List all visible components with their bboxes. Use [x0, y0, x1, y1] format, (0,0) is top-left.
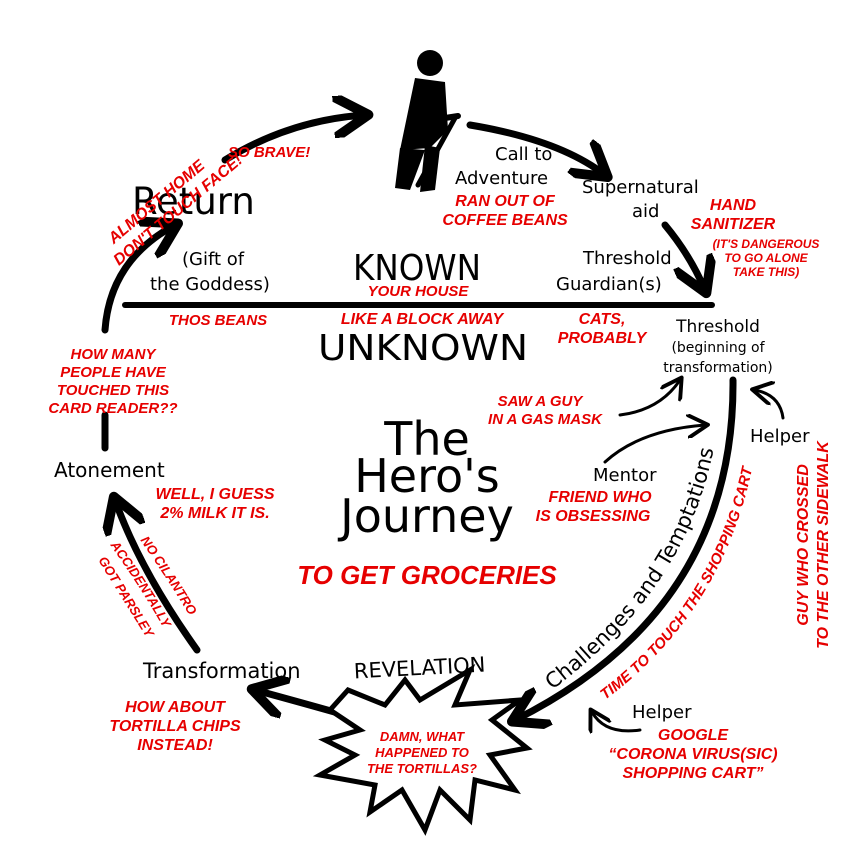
arrow-hero-to-aid	[466, 121, 605, 175]
helper-top-note-line2: TO THE OTHER SIDEWALK	[815, 440, 832, 649]
unknown-note: LIKE A BLOCK AWAY	[341, 311, 505, 328]
aid-note-line1: HAND	[710, 197, 757, 214]
mentor-note-line2: IS OBSESSING	[536, 508, 651, 525]
call-to-adventure-line1: Call to	[495, 144, 552, 165]
atonement-note-line2: 2% MILK IT IS.	[159, 505, 269, 522]
supernatural-aid-line2: aid	[632, 201, 659, 222]
arrow-challenges	[515, 376, 737, 720]
transformation-label: Transformation	[142, 659, 301, 683]
title-line1: The	[383, 412, 470, 466]
supernatural-aid-line1: Supernatural	[582, 177, 699, 198]
card-reader-line2: PEOPLE HAVE	[60, 364, 167, 381]
transformation-note-line3: INSTEAD!	[137, 737, 213, 754]
title-line3: Journey	[337, 489, 514, 543]
aid-note-line2: SANITIZER	[691, 216, 776, 233]
arrow-aid-to-threshold	[661, 221, 705, 290]
arrow-gasmask-to-threshold	[618, 380, 680, 417]
call-note-line1: RAN OUT OF	[455, 193, 556, 210]
atonement-label: Atonement	[54, 458, 165, 482]
mentor-note-line1: FRIEND WHO	[548, 489, 652, 506]
aid-aside-line1: (IT'S DANGEROUS	[713, 237, 820, 251]
helper-bottom-note-line2: “CORONA VIRUS(SIC)	[608, 746, 777, 763]
helper-top-note-line1: GUY WHO CROSSED	[795, 464, 812, 626]
guardians-note-line2: PROBABLY	[558, 330, 648, 347]
atonement-note-line1: WELL, I GUESS	[155, 486, 274, 503]
unknown-label: UNKNOWN	[318, 328, 528, 369]
threshold-line2: (beginning of	[671, 340, 765, 356]
gasmask-note-line2: IN A GAS MASK	[488, 411, 603, 428]
return-label: Return	[132, 180, 255, 223]
helper-top-label: Helper	[750, 426, 810, 447]
call-note-line2: COFFEE BEANS	[442, 212, 568, 229]
revelation-note-line3: THE TORTILLAS?	[367, 761, 477, 776]
threshold-line1: Threshold	[675, 317, 760, 337]
title-line2: Hero's	[354, 449, 500, 503]
gift-note: THOS BEANS	[169, 312, 267, 329]
guardians-note-line1: CATS,	[579, 311, 626, 328]
gift-line1: (Gift of	[182, 249, 245, 270]
aid-aside-line3: TAKE THIS)	[733, 265, 799, 279]
gasmask-note-line1: SAW A GUY	[498, 393, 585, 410]
card-reader-line3: TOUCHED THIS	[57, 382, 169, 399]
arrow-mentor	[603, 425, 705, 464]
revelation-note-line2: HAPPENED TO	[375, 745, 469, 760]
subtitle: TO GET GROCERIES	[297, 560, 557, 590]
so-brave-note: SO BRAVE!	[228, 144, 310, 161]
arrow-up-to-return	[101, 225, 175, 334]
card-reader-line4: CARD READER??	[48, 400, 177, 417]
aid-aside-line2: TO GO ALONE	[724, 251, 808, 265]
mentor-label: Mentor	[593, 465, 657, 486]
gift-line2: the Goddess)	[150, 274, 270, 295]
hiker-icon	[395, 50, 461, 192]
helper-bottom-note-line3: SHOPPING CART”	[622, 765, 763, 782]
helper-bottom-note-line1: GOOGLE	[658, 727, 730, 744]
arrow-transformation-to-atonement	[115, 500, 201, 654]
helper-bottom-label: Helper	[632, 702, 692, 723]
transformation-note-line1: HOW ABOUT	[125, 699, 226, 716]
arrow-helper-top	[755, 390, 785, 420]
card-reader-line1: HOW MANY	[71, 346, 158, 363]
threshold-guardians-line1: Threshold	[582, 248, 672, 269]
known-note: YOUR HOUSE	[368, 283, 470, 300]
arrow-return-to-hero	[221, 115, 365, 164]
revelation-starburst	[312, 663, 533, 836]
call-to-adventure-line2: Adventure	[455, 168, 548, 189]
revelation-note-line1: DAMN, WHAT	[380, 729, 465, 744]
transformation-note-line2: TORTILLA CHIPS	[109, 718, 241, 735]
threshold-line3: transformation)	[663, 360, 773, 376]
threshold-guardians-line2: Guardian(s)	[556, 274, 662, 295]
arrow-helper-bottom	[592, 712, 642, 731]
known-label: KNOWN	[353, 248, 481, 289]
